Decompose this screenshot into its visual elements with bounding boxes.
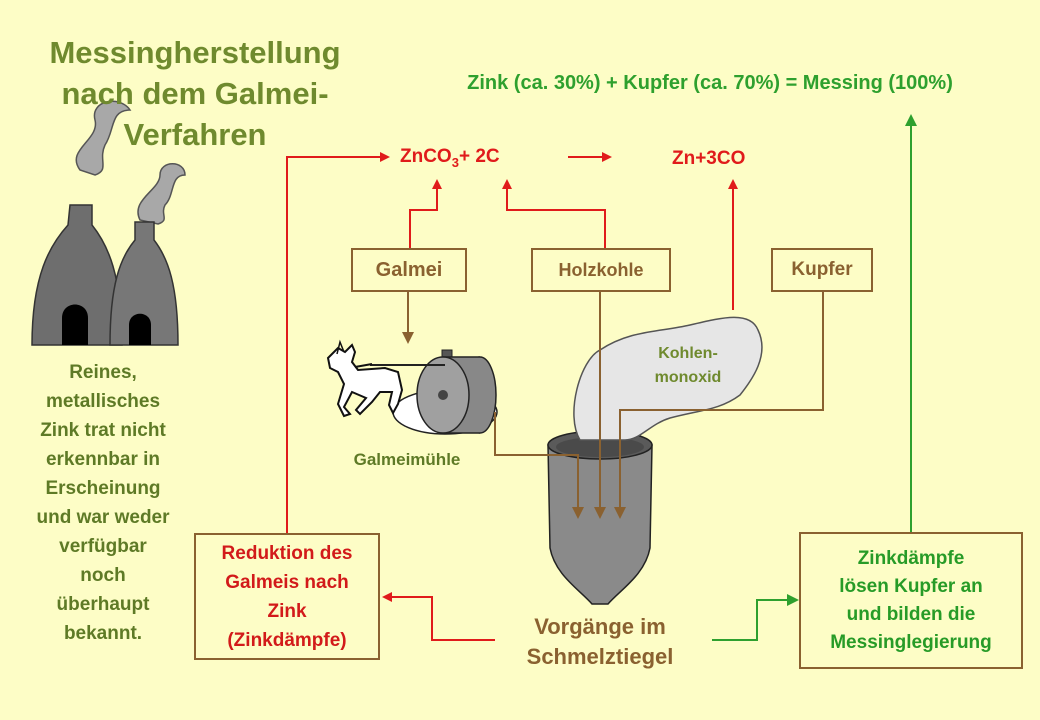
left-note-line-7: verfügbar	[59, 536, 147, 557]
title-line-2: nach dem Galmei-	[61, 76, 329, 111]
reactant-main: ZnCO	[400, 146, 452, 167]
left-note-line-9: überhaupt	[56, 594, 150, 615]
zinkd-line-2: lösen Kupfer an	[839, 575, 983, 597]
left-note-line-10: bekannt.	[63, 623, 143, 644]
mill-to-crucible-arrow	[494, 412, 584, 519]
holzkohle-box: Holzkohle	[531, 248, 671, 292]
kupfer-to-crucible-arrow	[614, 292, 824, 519]
galmei-label: Galmei	[375, 258, 443, 281]
process-to-alloy-arrow	[712, 594, 799, 641]
zinkdaempfe-box: Zinkdämpfe lösen Kupfer an und bilden di…	[799, 532, 1023, 669]
reduction-feedback-arrow	[286, 152, 390, 533]
galmeimuehle-label: Galmeimühle	[353, 450, 461, 469]
left-note-line-3: Zink trat nicht	[40, 420, 166, 441]
left-note-line-8: noch	[80, 565, 126, 586]
reduktion-line-2: Galmeis nach	[225, 571, 349, 593]
process-to-reduction-arrow	[382, 592, 495, 641]
gas-cloud-label: Kohlen- monoxid	[628, 342, 748, 390]
holzkohle-to-reaction-arrow	[502, 179, 606, 248]
title-line-3: Verfahren	[123, 117, 267, 152]
reactant-formula: ZnCO3+ 2C	[400, 146, 500, 170]
product-formula: Zn+3CO	[672, 148, 746, 169]
title-line-1: Messingherstellung	[49, 35, 341, 70]
left-note-line-4: erkennbar in	[45, 449, 161, 470]
reduktion-line-3: Zink	[267, 600, 307, 622]
vorgaenge-line-2: Schmelztiegel	[526, 644, 674, 669]
gas-line-1: Kohlen-	[658, 345, 718, 362]
galmei-mill-illustration	[326, 339, 498, 435]
left-note-line-1: Reines,	[69, 362, 137, 383]
brass-equation: Zink (ca. 30%) + Kupfer (ca. 70%) = Mess…	[467, 72, 953, 94]
zinkd-line-1: Zinkdämpfe	[857, 547, 965, 569]
kupfer-box: Kupfer	[771, 248, 873, 292]
furnace-illustration	[31, 100, 186, 346]
galmei-to-reaction-arrow	[409, 179, 442, 248]
reduktion-line-4: (Zinkdämpfe)	[227, 629, 347, 651]
holzkohle-label: Holzkohle	[558, 259, 644, 280]
zinkd-line-4: Messinglegierung	[830, 631, 992, 653]
gas-line-2: monoxid	[654, 369, 722, 386]
vorgaenge-line-1: Vorgänge im	[534, 614, 666, 639]
crucible-process-label: Vorgänge im Schmelztiegel	[470, 612, 730, 672]
reactant-subscript: 3	[451, 154, 459, 170]
galmei-box: Galmei	[351, 248, 467, 292]
reactant-rest: + 2C	[458, 146, 500, 167]
left-note-line-6: und war weder	[36, 507, 170, 528]
reduktion-line-1: Reduktion des	[221, 542, 353, 564]
left-note-line-5: Erscheinung	[45, 478, 161, 499]
left-note-line-2: metallisches	[45, 391, 161, 412]
kupfer-label: Kupfer	[791, 259, 853, 280]
left-note: Reines, metallisches Zink trat nicht erk…	[8, 358, 198, 648]
reduktion-box: Reduktion des Galmeis nach Zink (Zinkdäm…	[194, 533, 380, 660]
diagram-title: Messingherstellung nach dem Galmei- Verf…	[10, 32, 380, 155]
zinkd-line-3: und bilden die	[846, 603, 976, 625]
